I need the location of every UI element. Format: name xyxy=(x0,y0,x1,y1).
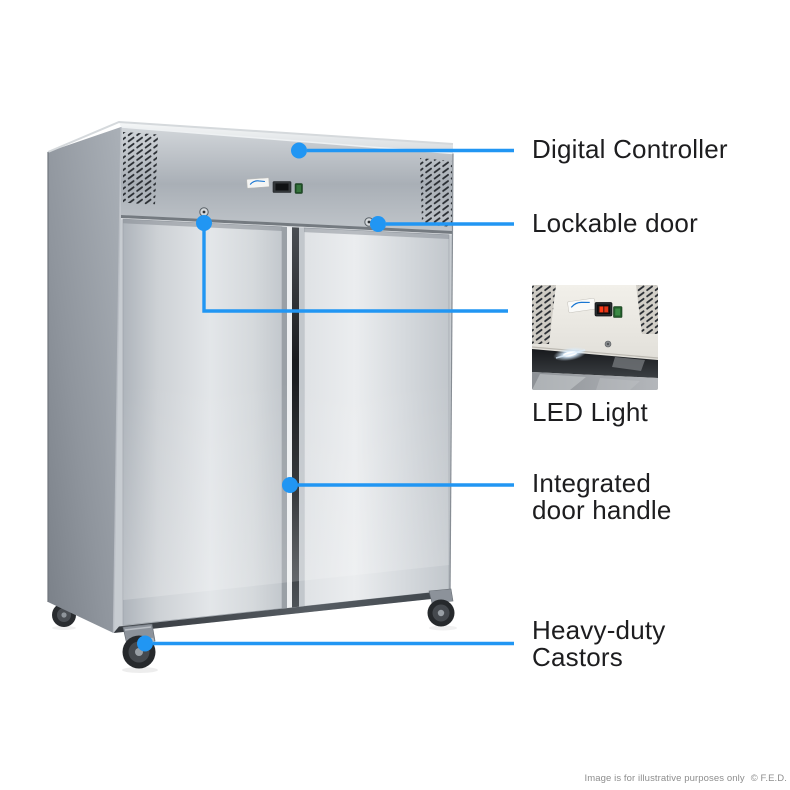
callout-dot-castors xyxy=(137,635,153,652)
controller-display xyxy=(272,181,292,193)
door-right-top-shadow xyxy=(304,227,449,239)
brand-logo-plate xyxy=(246,177,270,189)
door-lock-left xyxy=(199,207,209,217)
fridge-photo xyxy=(47,120,457,673)
copyright-text: © F.E.D. xyxy=(750,773,787,784)
front-left-edge xyxy=(112,126,122,634)
callout-label-led-light: LED Light xyxy=(532,397,648,427)
brand-logo-icon xyxy=(249,180,265,185)
inset-vent-left xyxy=(532,285,556,344)
cabinet-base-band xyxy=(113,590,450,633)
fridge-side-panel xyxy=(48,127,121,633)
inset-panel-edge xyxy=(532,346,658,359)
inset-display-digit xyxy=(604,306,609,313)
fridge-header-panel xyxy=(121,127,453,231)
inset-hinge xyxy=(612,357,645,371)
vent-grille-left xyxy=(123,132,158,205)
callout-label-heavy-duty-castors: Heavy-duty Castors xyxy=(532,615,666,672)
callout-dot-lockable-door xyxy=(370,216,386,232)
inset-vent-right xyxy=(636,285,658,334)
cabinet-top-edge xyxy=(47,120,454,153)
callout-dot-led-light xyxy=(196,215,212,231)
inset-controller xyxy=(567,298,623,318)
inset-brand-logo-icon xyxy=(570,301,590,308)
vent-grille-right xyxy=(420,158,452,227)
castor-front-right xyxy=(427,588,457,631)
digital-controller-unit xyxy=(246,177,303,194)
controller-power-button xyxy=(294,183,303,194)
front-right-edge xyxy=(449,153,454,598)
callout-dot-door-handle xyxy=(282,477,298,493)
callout-lines xyxy=(137,142,514,652)
led-light-inset-photo xyxy=(532,285,658,390)
inset-display-digit xyxy=(599,306,604,313)
callout-label-digital-controller: Digital Controller xyxy=(532,134,728,164)
callout-line-led-light xyxy=(202,226,508,313)
callout-label-integrated-door-handle: Integrated door handle xyxy=(532,468,672,525)
fridge-top-surface xyxy=(119,122,453,154)
disclaimer-text: Image is for illustrative purposes only xyxy=(584,773,745,784)
callout-label-lockable-door: Lockable door xyxy=(532,208,698,238)
callout-dot-digital-controller xyxy=(291,142,307,159)
footer-disclaimer: Image is for illustrative purposes only ©… xyxy=(584,773,787,784)
